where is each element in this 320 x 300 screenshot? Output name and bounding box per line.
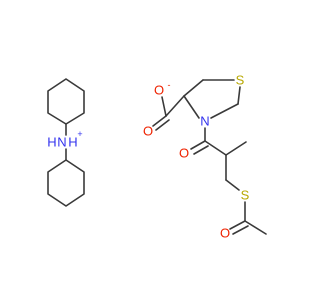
amide-c-o-double-bond-a [190, 140, 206, 150]
carboxyl-c-o-double-bond-b [155, 119, 170, 131]
carboxyl-c-o-minus-bond [161, 96, 167, 117]
carbonyl-oxygen-label: O [143, 124, 153, 139]
c4-carboxyl-bond [165, 95, 185, 117]
carboxylate-charge-label: - [168, 80, 171, 90]
ring-n-c4-bond [183, 95, 200, 119]
ammonium-hydrogen-label: H [68, 135, 77, 150]
ammonium-charge-label: + [77, 129, 82, 139]
amide-oxygen-label: O [179, 146, 189, 161]
amide-c-ch-bond [204, 140, 227, 156]
upper-cyclohexyl-ring [47, 78, 85, 125]
amide-c-o-double-bond-b [193, 145, 209, 155]
ring-c2-n-bond [210, 103, 239, 119]
carboxyl-c-o-double-bond-a [152, 115, 167, 127]
structure-canvas: H N H + S N O - O O S O [47, 72, 267, 241]
lower-cyclohexyl-ring [47, 159, 85, 207]
ch2-s-bond [225, 179, 240, 191]
carboxylate-oxygen-label: O [154, 83, 164, 98]
ring-nitrogen-label: N [200, 114, 209, 129]
acetyl-methyl-bond [244, 220, 267, 235]
ring-s-c2-bond [237, 86, 241, 105]
methyl-bond [225, 141, 247, 156]
thioester-sulfur-label: S [241, 188, 250, 203]
acetyl-c-o-double-bond-a [229, 220, 246, 230]
ammonium-h-prefix-label: H [47, 135, 56, 150]
ring-c4-c5-bond [183, 79, 204, 97]
acetyl-c-o-double-bond-b [232, 225, 249, 235]
acetyl-oxygen-label: O [220, 226, 230, 241]
ring-sulfur-label: S [236, 73, 245, 88]
ammonium-nitrogen-label: N [57, 135, 66, 150]
molecule-drawing: H N H + S N O - O O S O [47, 73, 267, 241]
